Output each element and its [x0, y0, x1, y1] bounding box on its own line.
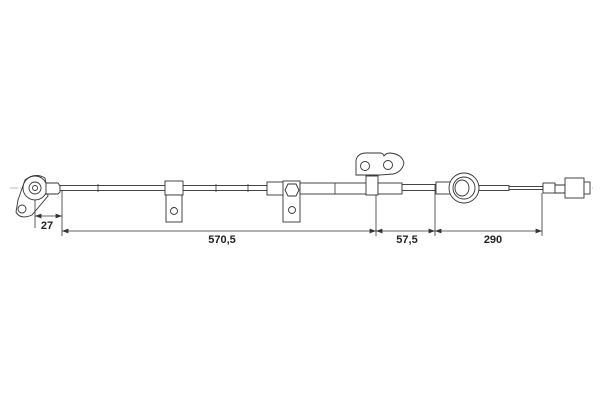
protective-tube — [299, 182, 368, 195]
sensor-head — [15, 175, 61, 218]
grommet — [448, 172, 480, 204]
dimension-label: 27 — [41, 220, 53, 232]
connector-plug — [542, 177, 591, 199]
cable-sleeve — [435, 181, 451, 195]
dimension-label: 57,5 — [396, 234, 417, 246]
thin-cable — [508, 186, 544, 190]
cable-segment — [59, 185, 171, 191]
cable-segment — [401, 184, 437, 191]
mounting-clip — [164, 180, 184, 223]
cable-segment — [478, 185, 510, 191]
mounting-bracket — [355, 152, 405, 196]
mounting-bracket-nut — [266, 180, 301, 223]
cable-segment — [182, 185, 268, 191]
dimension-label: 570,5 — [208, 234, 236, 246]
dimension-label: 290 — [484, 234, 502, 246]
